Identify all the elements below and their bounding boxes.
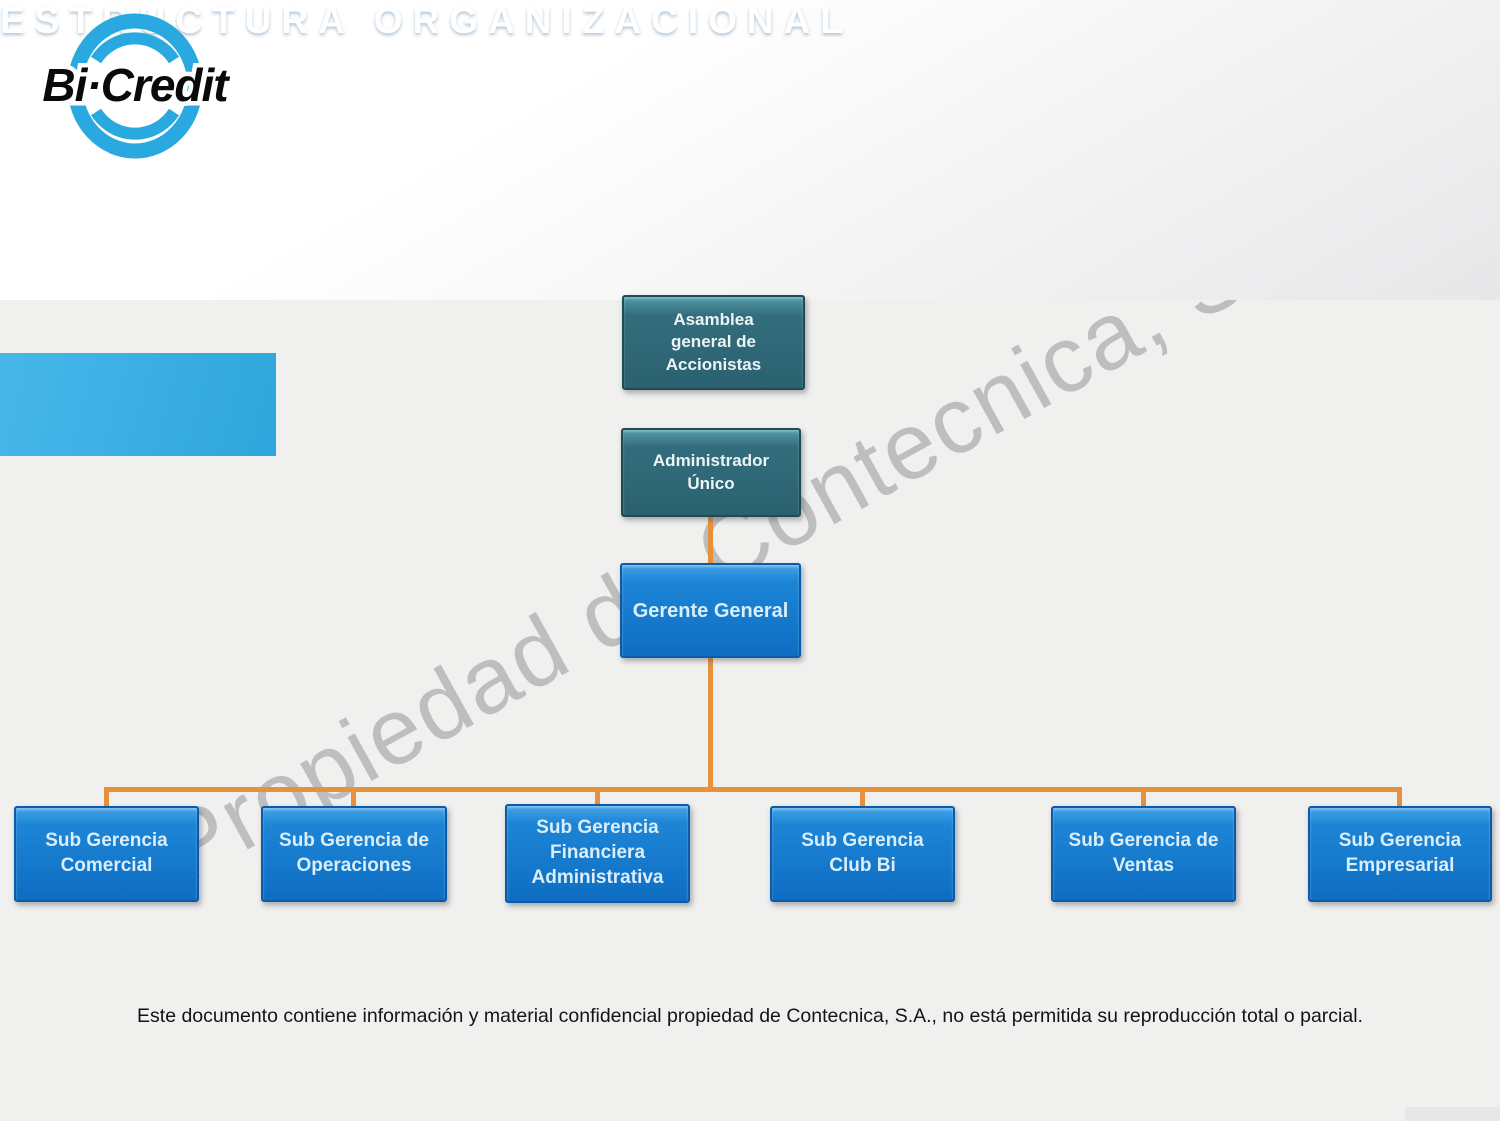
connector-drop-ventas xyxy=(1141,787,1146,809)
org-node-sub-gerencia-operaciones: Sub Gerencia de Operaciones xyxy=(261,806,447,902)
bottom-right-artifact xyxy=(1405,1107,1500,1121)
header-banner: ESTRUCTURA ORGANIZACIONAL Bi·Credit xyxy=(0,0,1500,300)
org-node-sub-gerencia-comercial: Sub Gerencia Comercial xyxy=(14,806,199,902)
connector-drop-financiera xyxy=(595,787,600,809)
org-node-gerente-general: Gerente General xyxy=(620,563,801,658)
connector-drop-empresarial xyxy=(1397,787,1402,809)
connector-gerente-trunk xyxy=(708,656,713,790)
org-node-sub-gerencia-club-bi: Sub Gerencia Club Bi xyxy=(770,806,955,902)
bicredit-logo: Bi·Credit xyxy=(0,0,270,172)
left-chevron-accent xyxy=(0,353,276,456)
connector-horizontal-bus xyxy=(105,787,1402,792)
connector-drop-comercial xyxy=(104,787,109,809)
org-node-administrador-unico: Administrador Único xyxy=(621,428,801,517)
logo-band xyxy=(0,0,1500,300)
org-node-sub-gerencia-ventas: Sub Gerencia de Ventas xyxy=(1051,806,1236,902)
bicredit-logo-icon: Bi·Credit xyxy=(38,13,236,159)
bicredit-logo-text: Bi·Credit xyxy=(42,59,230,111)
connector-admin-gerente xyxy=(708,516,713,564)
org-node-asamblea: Asamblea general de Accionistas xyxy=(622,295,805,390)
connector-drop-club-bi xyxy=(860,787,865,809)
org-node-sub-gerencia-financiera: Sub Gerencia Financiera Administrativa xyxy=(505,804,690,903)
connector-drop-operaciones xyxy=(351,787,356,809)
org-node-sub-gerencia-empresarial: Sub Gerencia Empresarial xyxy=(1308,806,1492,902)
confidentiality-disclaimer: Este documento contiene información y ma… xyxy=(137,1005,1363,1027)
